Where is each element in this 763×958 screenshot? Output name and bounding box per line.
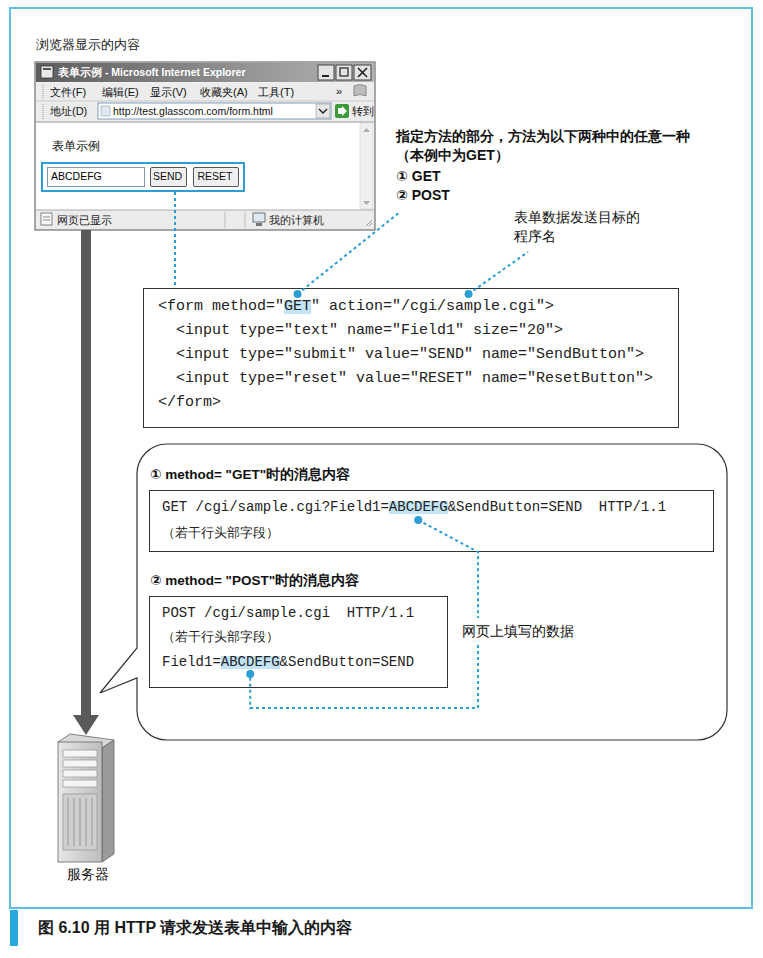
bubble-path [100,444,727,740]
callout-option: ② POST [396,186,450,205]
browser-chrome [35,62,375,230]
menu-item: » [336,84,342,99]
leader-line [250,645,478,708]
figure-frame [10,8,752,908]
message-heading: ① method= "GET"时的消息内容 [150,466,350,484]
code-line: </form> [158,393,221,413]
leader-dot [414,516,422,524]
code-box: <form method="GET" action="/cgi/sample.c… [143,288,679,428]
leader-line [418,520,478,618]
button-label: SEND [150,168,185,184]
callout-option: ① GET [396,167,441,186]
leader-dot [246,670,254,678]
leader-line [469,252,528,294]
code-line: <input type="reset" value="RESET" name="… [176,369,653,389]
text-input: ABCDEFG [47,167,145,187]
caption-bar [10,910,18,946]
callout-note: 表单数据发送目标的程序名 [514,208,646,246]
callout-note: 网页上填写的数据 [462,622,574,641]
speech-bubble: ① method= "GET"时的消息内容 GET /cgi/sample.cgi… [92,443,728,741]
callout-note: 指定方法的部分，方法为以下两种中的任意一种（本例中为GET） [396,127,698,165]
header-note: （若干行头部字段） [162,628,279,646]
server: 服务器 [48,735,128,885]
reset-button: RESET [193,167,239,187]
menu-item: 转到 [352,104,374,119]
figure-caption: 图 6.10 用 HTTP 请求发送表单中输入的内容 [38,917,352,939]
bubble-outline [92,443,728,741]
menu-item: 编辑(E) [102,85,139,100]
status-text: 网页已显示 [57,213,112,227]
message-box: ① method= "GET"时的消息内容 GET /cgi/sample.cgi… [149,466,714,552]
section-label: 浏览器显示的内容 [36,36,140,53]
connector [81,230,91,719]
message-box: ② method= "POST"时的消息内容 POST /cgi/sample.c… [149,572,448,688]
form-highlight: ABCDEFG SEND RESET [41,162,245,192]
status-text: 我的计算机 [269,213,324,227]
menu-item: 文件(F) [50,85,86,100]
code-line: <input type="submit" value="SEND" name="… [176,345,644,365]
message-line: GET /cgi/sample.cgi?Field1=ABCDEFG&SendB… [162,497,666,517]
page-heading: 表单示例 [52,138,100,154]
code-line: <input type="text" name="Field1" size="2… [176,321,563,341]
message-line: POST /cgi/sample.cgi HTTP/1.1 [162,603,414,623]
menu-item: 地址(D) [50,104,87,119]
menu-item: 收藏夹(A) [200,85,248,100]
menu-item: 显示(V) [150,85,187,100]
address-url: http://test.glasscom.com/form.html [113,104,273,118]
server-label: 服务器 [48,866,128,884]
leader-dot [465,290,473,298]
message-line: Field1=ABCDEFG&SendButton=SEND [162,652,414,672]
server-illustration [58,734,114,862]
menu-item: 工具(T) [258,85,294,100]
message-heading: ② method= "POST"时的消息内容 [150,572,359,590]
window-title: 表单示例 - Microsoft Internet Explorer [58,65,246,79]
arrow-head [73,715,99,735]
submit-button: SEND [150,167,187,187]
input-value: ABCDEFG [51,168,102,184]
leader-line [298,212,400,294]
connector [174,192,176,288]
leader-dot [294,290,302,298]
header-note: （若干行头部字段） [162,524,279,542]
code-line: <form method="GET" action="/cgi/sample.c… [158,297,554,317]
button-label: RESET [193,168,237,184]
browser-window: 表单示例 - Microsoft Internet Explorer 文件(F) 编… [35,62,375,230]
